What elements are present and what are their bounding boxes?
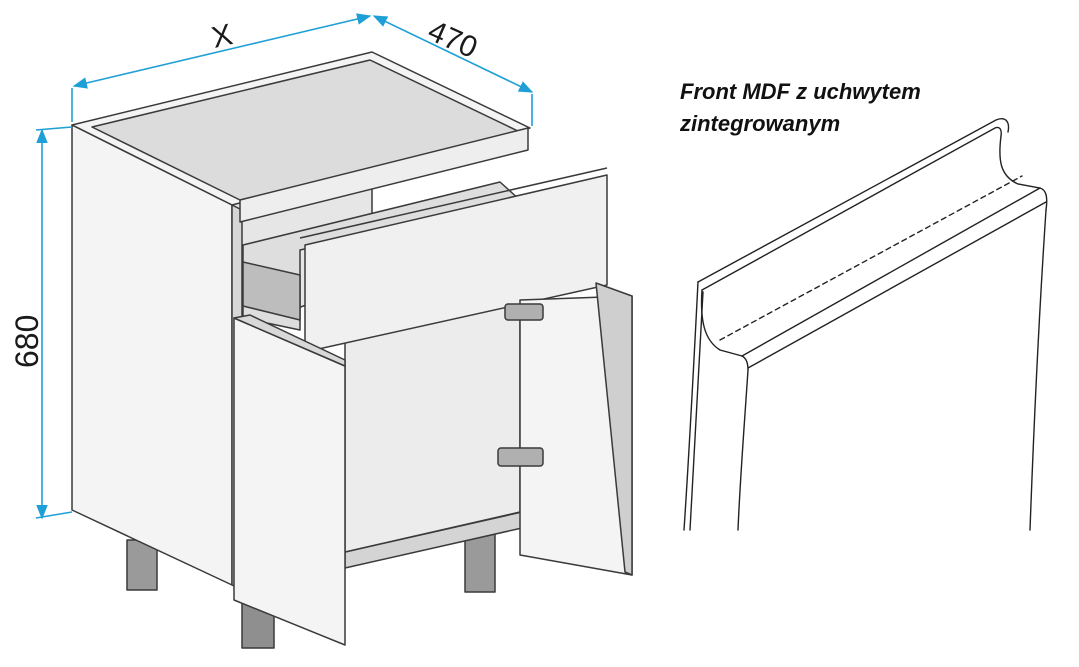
- mdf-front-detail: [683, 118, 1048, 531]
- drawer-slide-left: [242, 261, 301, 321]
- dimension-lines: [35, 13, 534, 520]
- handle-groove-left: [700, 289, 749, 371]
- caption-line-2: zintegrowanym: [680, 111, 841, 136]
- caption-line-1: Front MDF z uchwytem: [680, 79, 921, 104]
- handle-lip-outer: [697, 118, 1010, 283]
- cabinet: [71, 51, 633, 649]
- hinge-bottom: [497, 447, 544, 467]
- handle-hidden-line: [719, 175, 1023, 341]
- front-left-edge-inner: [689, 291, 704, 531]
- left-door: [233, 317, 346, 646]
- front-face-left-edge: [737, 369, 749, 531]
- handle-groove-bottom-2: [747, 201, 1047, 369]
- dimension-height-label: 680: [9, 315, 45, 368]
- handle-groove-bottom: [741, 187, 1041, 357]
- drawer-front-top-edge: [299, 167, 608, 239]
- hinge-top: [504, 303, 544, 321]
- dim-line-depth: [372, 15, 534, 93]
- dim-ext-height-bottom: [35, 511, 73, 519]
- handle-groove-right: [999, 135, 1048, 211]
- left-door-edge: [233, 314, 346, 367]
- caption: Front MDF z uchwytem zintegrowanym: [680, 76, 1060, 140]
- dimension-width-label: X: [209, 18, 236, 55]
- dim-ext-height-top: [35, 126, 73, 131]
- handle-lip-inner: [701, 126, 1002, 291]
- left-side-panel: [71, 124, 233, 586]
- drawer-front: [304, 174, 608, 353]
- leg-back-left: [126, 539, 158, 591]
- right-door-edge: [595, 282, 633, 576]
- dim-line-width: [72, 13, 372, 89]
- dimension-depth-label: 470: [423, 14, 482, 65]
- hinges: [497, 303, 544, 467]
- front-face-right-edge: [1029, 209, 1047, 531]
- front-rail: [239, 127, 529, 223]
- front-left-edge-outer: [683, 281, 699, 531]
